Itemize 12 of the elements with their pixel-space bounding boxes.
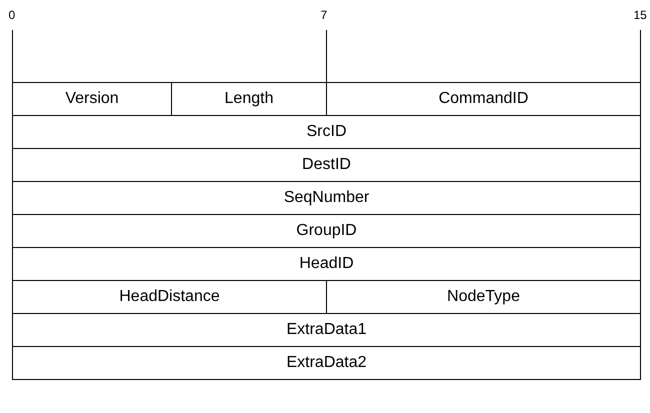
header-field: CommandID [326, 82, 641, 116]
header-field: SeqNumber [12, 181, 641, 215]
header-field: SrcID [12, 115, 641, 149]
bit-index: 15 [634, 8, 647, 22]
header-field: GroupID [12, 214, 641, 248]
bit-index: 7 [320, 8, 328, 22]
header-field: ExtraData2 [12, 346, 641, 380]
header-field: ExtraData1 [12, 313, 641, 347]
header-field: Version [12, 82, 172, 116]
bit-index: 0 [8, 8, 16, 22]
header-field: DestID [12, 148, 641, 182]
header-field: HeadID [12, 247, 641, 281]
